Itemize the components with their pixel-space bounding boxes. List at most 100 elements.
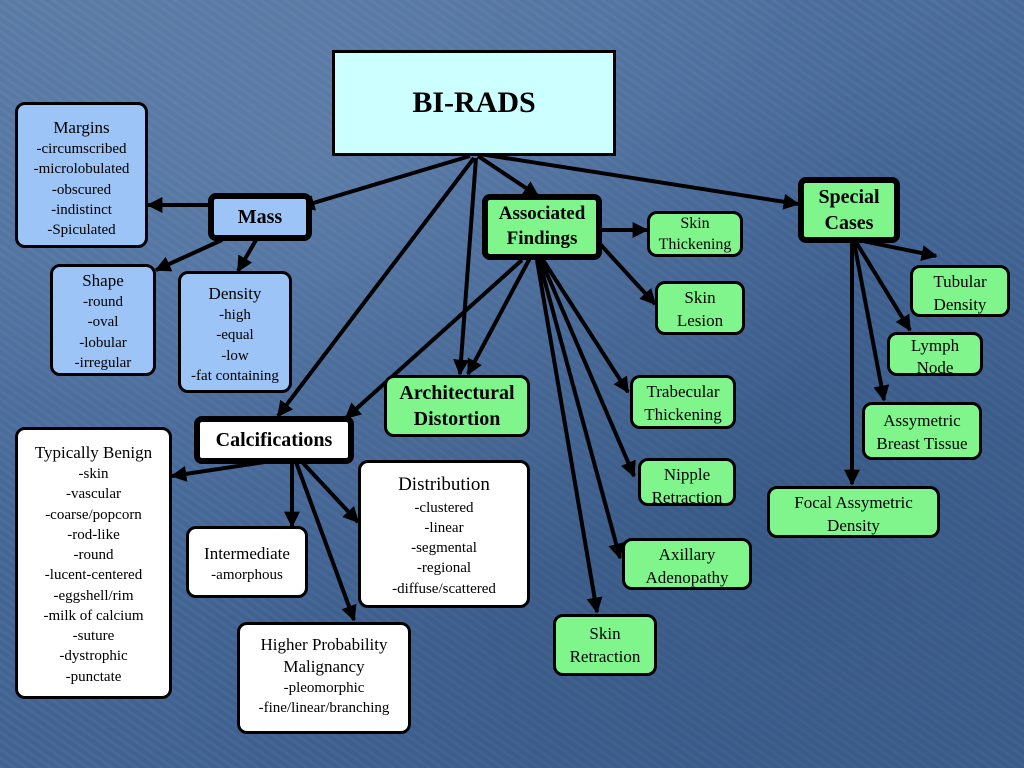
density-item: -fat containing <box>191 367 279 384</box>
distribution-item: -regional <box>416 560 472 577</box>
typically-benign-item: -eggshell/rim <box>53 587 134 604</box>
arrow-sc-lymph <box>854 240 912 332</box>
arrow-calc-higher <box>294 461 357 622</box>
birads-title-box: BI-RADS <box>332 50 616 156</box>
typically-benign-heading: Typically Benign <box>34 443 153 462</box>
special-case-line: Node <box>916 358 954 378</box>
shape-item: -oval <box>87 314 119 331</box>
finding-line: Trabecular <box>646 382 720 401</box>
special-case-line: Density <box>827 515 880 535</box>
margins-heading: Margins <box>53 118 110 137</box>
axillary-adenopathy-box: Axillary Adenopathy <box>622 538 752 590</box>
shape-item: -round <box>83 294 123 311</box>
typically-benign-item: -skin <box>78 466 109 483</box>
density-item: -equal <box>216 327 254 344</box>
associated-findings-line: Associated <box>498 203 586 225</box>
finding-line: Axillary <box>658 545 716 564</box>
higher-probability-heading: Malignancy <box>283 657 365 677</box>
special-case-line: Breast Tissue <box>876 433 968 453</box>
distribution-item: -segmental <box>411 540 477 557</box>
architectural-distortion-line: Distortion <box>413 408 501 430</box>
special-case-line: Focal Assymetric <box>794 493 913 512</box>
distribution-item: -diffuse/scattered <box>392 580 496 597</box>
typically-benign-item: -punctate <box>65 668 122 685</box>
focal-assymetric-density-box: Focal Assymetric Density <box>767 486 940 538</box>
arrow-birads-mass <box>298 154 471 211</box>
arrow-mass-density <box>236 238 258 273</box>
finding-line: Nipple <box>663 465 711 484</box>
architectural-distortion-box: Architectural Distortion <box>384 375 530 437</box>
distribution-box: Distribution -clustered -linear -segment… <box>358 460 530 608</box>
intermediate-item: -amorphous <box>211 567 283 584</box>
margins-item: -circumscribed <box>36 141 127 158</box>
higher-probability-item: -fine/linear/branching <box>258 700 390 717</box>
intermediate-box: Intermediate -amorphous <box>186 526 308 598</box>
shape-item: -lobular <box>79 334 127 351</box>
calcifications-label: Calcifications <box>215 428 333 451</box>
distribution-item: -clustered <box>414 499 474 516</box>
shape-heading: Shape <box>82 271 124 290</box>
finding-line: Thickening <box>644 404 722 424</box>
calcifications-box: Calcifications <box>194 416 354 464</box>
finding-line: Retraction <box>569 646 641 666</box>
finding-line: Thickening <box>658 235 732 253</box>
special-case-line: Tubular <box>933 272 987 291</box>
arrow-af-skin-lesion <box>598 242 657 306</box>
margins-item: -microlobulated <box>33 161 130 178</box>
special-cases-box: Special Cases <box>798 177 900 243</box>
special-cases-line: Cases <box>824 212 874 234</box>
finding-line: Adenopathy <box>645 567 729 587</box>
finding-line: Lesion <box>676 310 724 330</box>
arrow-birads-special <box>479 152 800 210</box>
arrow-af-nipple <box>539 259 636 478</box>
skin-lesion-box: Skin Lesion <box>655 281 745 335</box>
margins-box: Margins -circumscribed -microlobulated -… <box>15 102 148 248</box>
skin-retraction-box: Skin Retraction <box>553 614 657 676</box>
arrow-af-axillary <box>537 259 624 560</box>
lymph-node-box: Lymph Node <box>887 332 983 378</box>
typically-benign-item: -milk of calcium <box>43 607 144 624</box>
arrow-mass-shape <box>154 238 223 272</box>
assymetric-breast-tissue-box: Assymetric Breast Tissue <box>862 402 982 460</box>
trabecular-thickening-box: Trabecular Thickening <box>630 375 736 429</box>
special-case-line: Assymetric <box>883 411 961 430</box>
typically-benign-item: -coarse/popcorn <box>45 506 142 523</box>
typically-benign-item: -suture <box>72 628 115 645</box>
density-box: Density -high -equal -low -fat containin… <box>178 271 292 393</box>
typically-benign-item: -round <box>73 547 114 564</box>
associated-findings-box: Associated Findings <box>482 194 602 260</box>
higher-probability-item: -pleomorphic <box>283 680 365 697</box>
higher-probability-heading: Higher Probability <box>260 635 388 654</box>
density-item: -low <box>221 347 249 364</box>
distribution-item: -linear <box>424 519 464 536</box>
typically-benign-item: -lucent-centered <box>44 567 143 584</box>
arrow-af-skin-retraction <box>535 259 603 614</box>
arrow-birads-associated <box>476 154 540 198</box>
density-heading: Density <box>208 284 262 303</box>
special-case-line: Lymph <box>910 336 960 355</box>
skin-thickening-box: Skin Thickening <box>647 211 743 257</box>
typically-benign-item: -dystrophic <box>59 648 128 665</box>
finding-line: Skin <box>589 624 621 643</box>
finding-line: Skin <box>680 215 710 232</box>
arrow-calc-distribution <box>300 460 360 524</box>
special-case-line: Density <box>933 294 987 314</box>
margins-item: -obscured <box>51 181 112 198</box>
typically-benign-box: Typically Benign -skin -vascular -coarse… <box>15 427 172 699</box>
distribution-heading: Distribution <box>398 474 490 495</box>
density-item: -high <box>219 307 251 324</box>
higher-probability-box: Higher Probability Malignancy -pleomorph… <box>237 622 411 734</box>
birads-title: BI-RADS <box>412 86 536 120</box>
intermediate-heading: Intermediate <box>204 544 290 563</box>
mass-label: Mass <box>237 205 283 228</box>
typically-benign-item: -vascular <box>66 486 121 503</box>
architectural-distortion-line: Architectural <box>399 382 515 404</box>
margins-item: -Spiculated <box>47 222 116 239</box>
finding-line: Retraction <box>651 487 723 507</box>
arrow-birads-architectural <box>453 157 478 376</box>
shape-item: -irregular <box>74 354 132 371</box>
typically-benign-item: -rod-like <box>67 526 120 543</box>
tubular-density-box: Tubular Density <box>910 265 1010 317</box>
nipple-retraction-box: Nipple Retraction <box>638 458 736 507</box>
arrow-af-architectural <box>466 257 532 376</box>
